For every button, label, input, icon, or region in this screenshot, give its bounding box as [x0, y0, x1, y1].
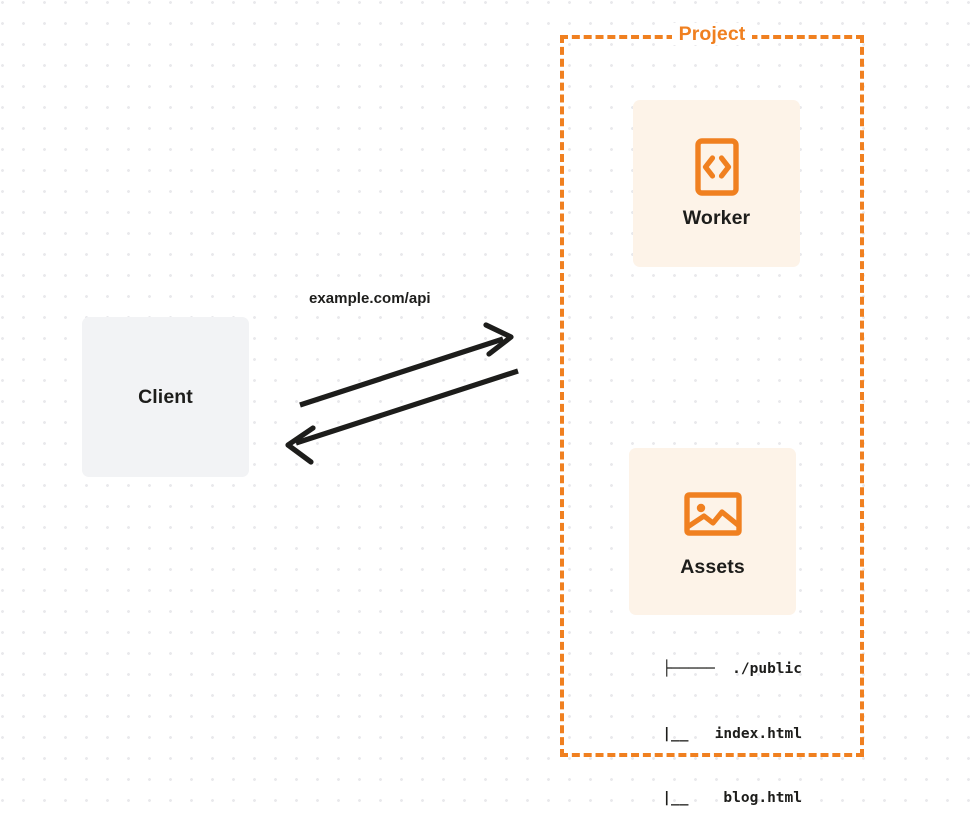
response-arrow	[285, 368, 519, 465]
file-tree-row: |__ blog.html	[636, 790, 802, 806]
worker-card-label: Worker	[682, 207, 751, 229]
image-icon	[683, 492, 742, 536]
client-node[interactable]: Client	[82, 317, 249, 477]
project-title-text: Project	[671, 23, 753, 45]
file-tree-row: ├───── ./public	[662, 661, 802, 677]
client-node-label: Client	[138, 385, 193, 408]
assets-card[interactable]: Assets	[629, 448, 796, 615]
file-tree-row: |__ index.html	[636, 725, 802, 742]
request-arrow	[299, 322, 514, 408]
project-title: Project	[560, 21, 864, 48]
assets-file-tree: ├───── ./public |__ index.html |__ blog.…	[596, 616, 802, 818]
connector-label: example.com/api	[309, 290, 431, 307]
assets-card-label: Assets	[680, 556, 745, 578]
code-file-icon	[694, 138, 739, 196]
worker-card[interactable]: Worker	[633, 100, 800, 267]
